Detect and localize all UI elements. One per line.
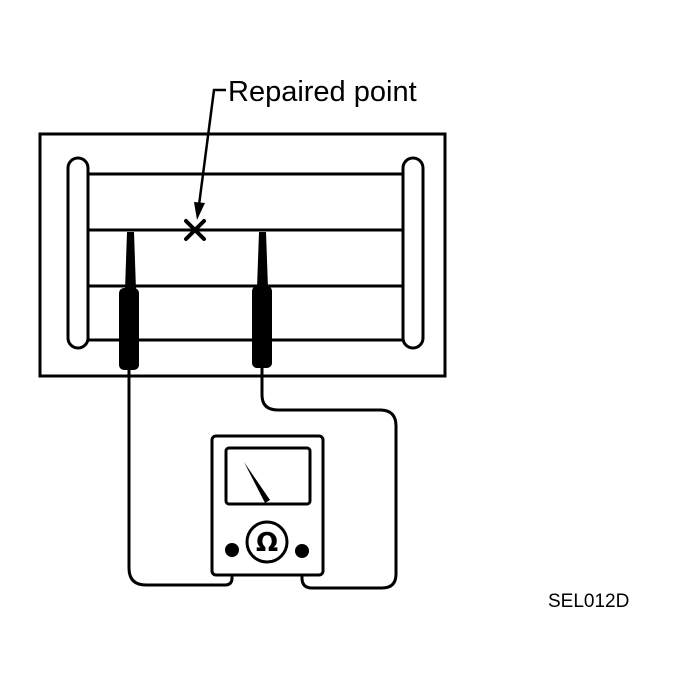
callout-label: Repaired point	[228, 76, 417, 108]
test-probe-left	[119, 232, 139, 370]
terminal-right	[295, 544, 309, 558]
figure-code: SEL012D	[548, 591, 629, 612]
ohmmeter: Ω	[210, 434, 325, 577]
window-glass-frame	[38, 132, 447, 378]
test-lead-left	[127, 370, 234, 587]
ohm-icon	[245, 520, 289, 564]
test-lead-right	[260, 368, 398, 590]
ohmmeter-dial-window	[224, 446, 312, 506]
test-probe-right	[252, 232, 272, 368]
terminal-left	[225, 543, 239, 557]
ohm-symbol: Ω	[256, 528, 278, 558]
ohmmeter-needle	[244, 462, 270, 503]
heating-grid-lines	[88, 172, 403, 342]
bus-bar-right	[401, 156, 425, 350]
repaired-point-mark	[184, 219, 206, 241]
callout-arrowhead	[194, 202, 205, 220]
callout-leader-line	[197, 88, 226, 206]
bus-bar-left	[66, 156, 90, 350]
